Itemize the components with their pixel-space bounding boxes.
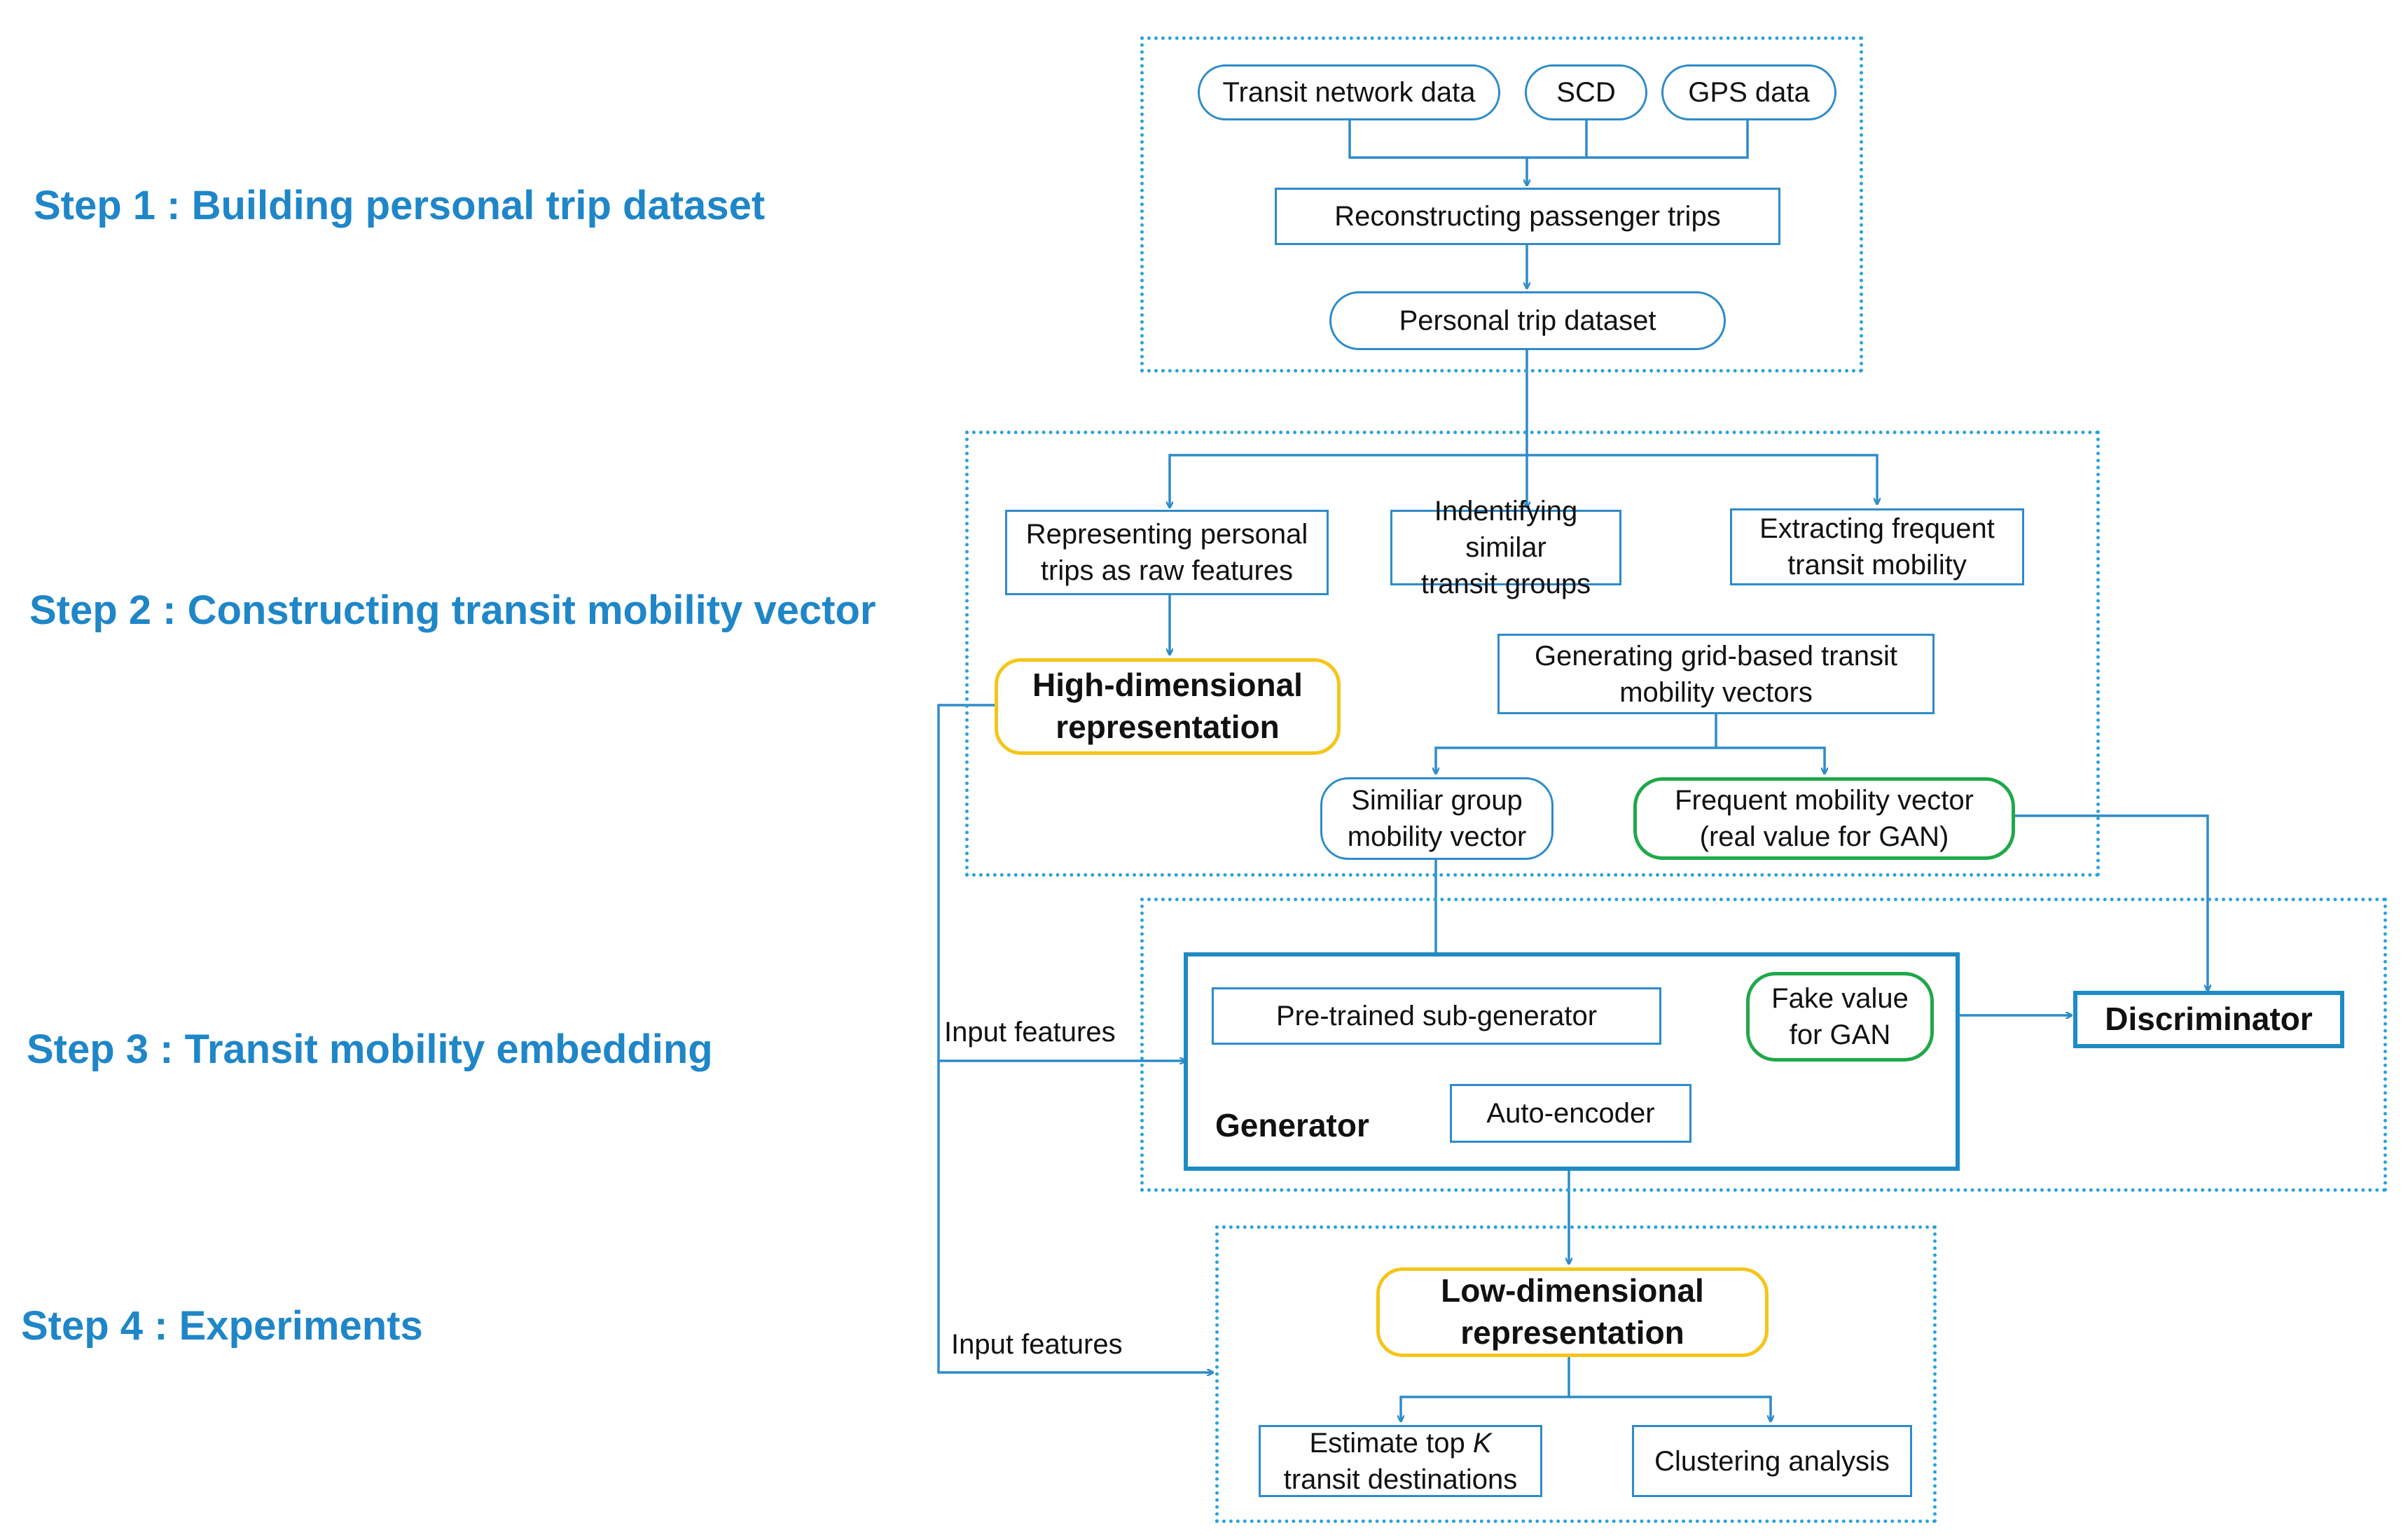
pretrained-subgenerator-label: Pre-trained sub-generator <box>1275 1001 1598 1031</box>
reconstructing-trips-node: Reconstructing passenger trips <box>1275 188 1780 245</box>
discriminator-label: Discriminator <box>2105 1001 2313 1038</box>
similar-group-vector-node: Similiar group mobility vector <box>1320 777 1554 860</box>
estimate-top-k-node: Estimate top K transit destinations <box>1259 1425 1542 1497</box>
low-dim-line2: representation <box>1460 1314 1684 1351</box>
pretrained-subgenerator-node: Pre-trained sub-generator <box>1212 987 1661 1045</box>
reconstructing-trips-label: Reconstructing passenger trips <box>1334 201 1721 232</box>
input-features-label-2: Input features <box>951 1329 1123 1360</box>
clustering-analysis-label: Clustering analysis <box>1654 1445 1890 1477</box>
similar-group-line2: mobility vector <box>1347 821 1527 852</box>
fake-value-line1: Fake value <box>1771 983 1909 1014</box>
high-dim-line2: representation <box>1056 709 1280 745</box>
identifying-line1: Indentifying similar <box>1434 496 1578 563</box>
gps-data-node: GPS data <box>1661 64 1836 120</box>
generator-label: Generator <box>1215 1107 1369 1143</box>
low-dim-line1: Low-dimensional <box>1441 1272 1704 1309</box>
autoencoder-node: Auto-encoder <box>1450 1084 1691 1143</box>
high-dim-line1: High-dimensional <box>1032 667 1303 704</box>
high-dimensional-representation-node: High-dimensional representation <box>995 658 1341 755</box>
transit-network-data-node: Transit network data <box>1198 64 1500 120</box>
step1-title: Step 1 : Building personal trip dataset <box>34 183 766 228</box>
representing-raw-features-node: Representing personal trips as raw featu… <box>1005 510 1329 595</box>
extracting-frequent-mobility-node: Extracting frequent transit mobility <box>1730 508 2024 585</box>
estimate-k: K <box>1472 1427 1492 1459</box>
step3-title: Step 3 : Transit mobility embedding <box>27 1027 713 1072</box>
estimate-line1: Estimate top K <box>1309 1425 1491 1461</box>
representing-line2: trips as raw features <box>1040 555 1294 586</box>
personal-trip-dataset-node: Personal trip dataset <box>1329 291 1726 350</box>
step1-region <box>1140 36 1863 373</box>
grid-line1: Generating grid-based transit <box>1534 640 1898 672</box>
identifying-line2: transit groups <box>1420 569 1591 599</box>
step2-title: Step 2 : Constructing transit mobility v… <box>29 587 876 633</box>
clustering-analysis-node: Clustering analysis <box>1632 1425 1912 1497</box>
transit-network-data-label: Transit network data <box>1222 77 1476 108</box>
step4-title: Step 4 : Experiments <box>21 1303 423 1349</box>
similar-group-line1: Similiar group <box>1351 785 1523 816</box>
low-dimensional-representation-node: Low-dimensional representation <box>1376 1267 1769 1357</box>
step2-region <box>965 431 2100 877</box>
autoencoder-label: Auto-encoder <box>1486 1098 1655 1129</box>
grid-based-vectors-node: Generating grid-based transit mobility v… <box>1497 634 1935 714</box>
grid-line2: mobility vectors <box>1619 676 1813 708</box>
step4-region <box>1215 1225 1937 1523</box>
estimate-line2: transit destinations <box>1283 1463 1518 1495</box>
discriminator-node: Discriminator <box>2073 991 2344 1048</box>
scd-node: SCD <box>1525 64 1647 120</box>
gps-data-label: GPS data <box>1688 77 1810 108</box>
extracting-line1: Extracting frequent <box>1759 513 1995 544</box>
step3-region <box>1140 898 2387 1192</box>
fake-value-node: Fake value for GAN <box>1746 972 1934 1062</box>
fake-value-line2: for GAN <box>1789 1020 1891 1050</box>
identifying-similar-groups-node: Indentifying similar transit groups <box>1390 496 1621 599</box>
input-features-label-1: Input features <box>944 1017 1116 1048</box>
frequent-mobility-vector-node: Frequent mobility vector (real value for… <box>1633 777 2015 860</box>
scd-label: SCD <box>1556 77 1616 108</box>
extracting-line2: transit mobility <box>1787 550 1967 580</box>
frequent-vector-line1: Frequent mobility vector <box>1675 785 1974 816</box>
frequent-vector-line2: (real value for GAN) <box>1699 821 1949 852</box>
personal-trip-dataset-label: Personal trip dataset <box>1399 305 1656 336</box>
representing-line1: Representing personal <box>1025 519 1308 550</box>
estimate-prefix: Estimate top <box>1309 1427 1473 1459</box>
